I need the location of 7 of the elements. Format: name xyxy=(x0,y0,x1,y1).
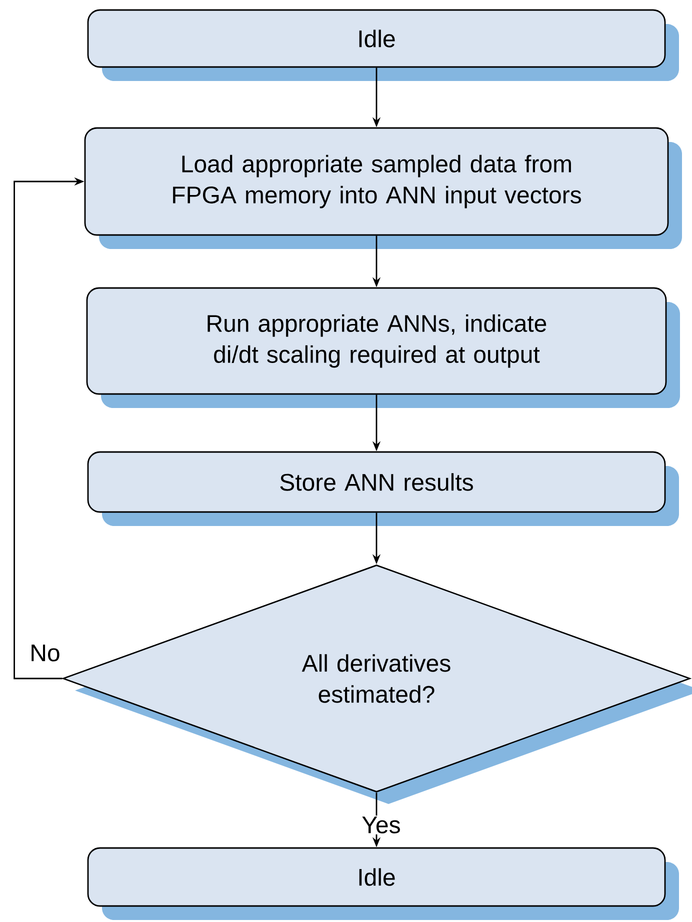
process-box: Run appropriate ANNs, indicate di/dt scaling required at output xyxy=(86,287,680,408)
process-box: Store ANN results xyxy=(87,451,679,526)
process-box: Idle xyxy=(87,9,679,81)
edge-label: No xyxy=(28,644,62,662)
process-box: Idle xyxy=(87,847,679,920)
edge-label: Yes xyxy=(360,816,402,834)
process-box: Load appropriate sampled data from FPGA memory into ANN input vectors xyxy=(84,127,682,249)
